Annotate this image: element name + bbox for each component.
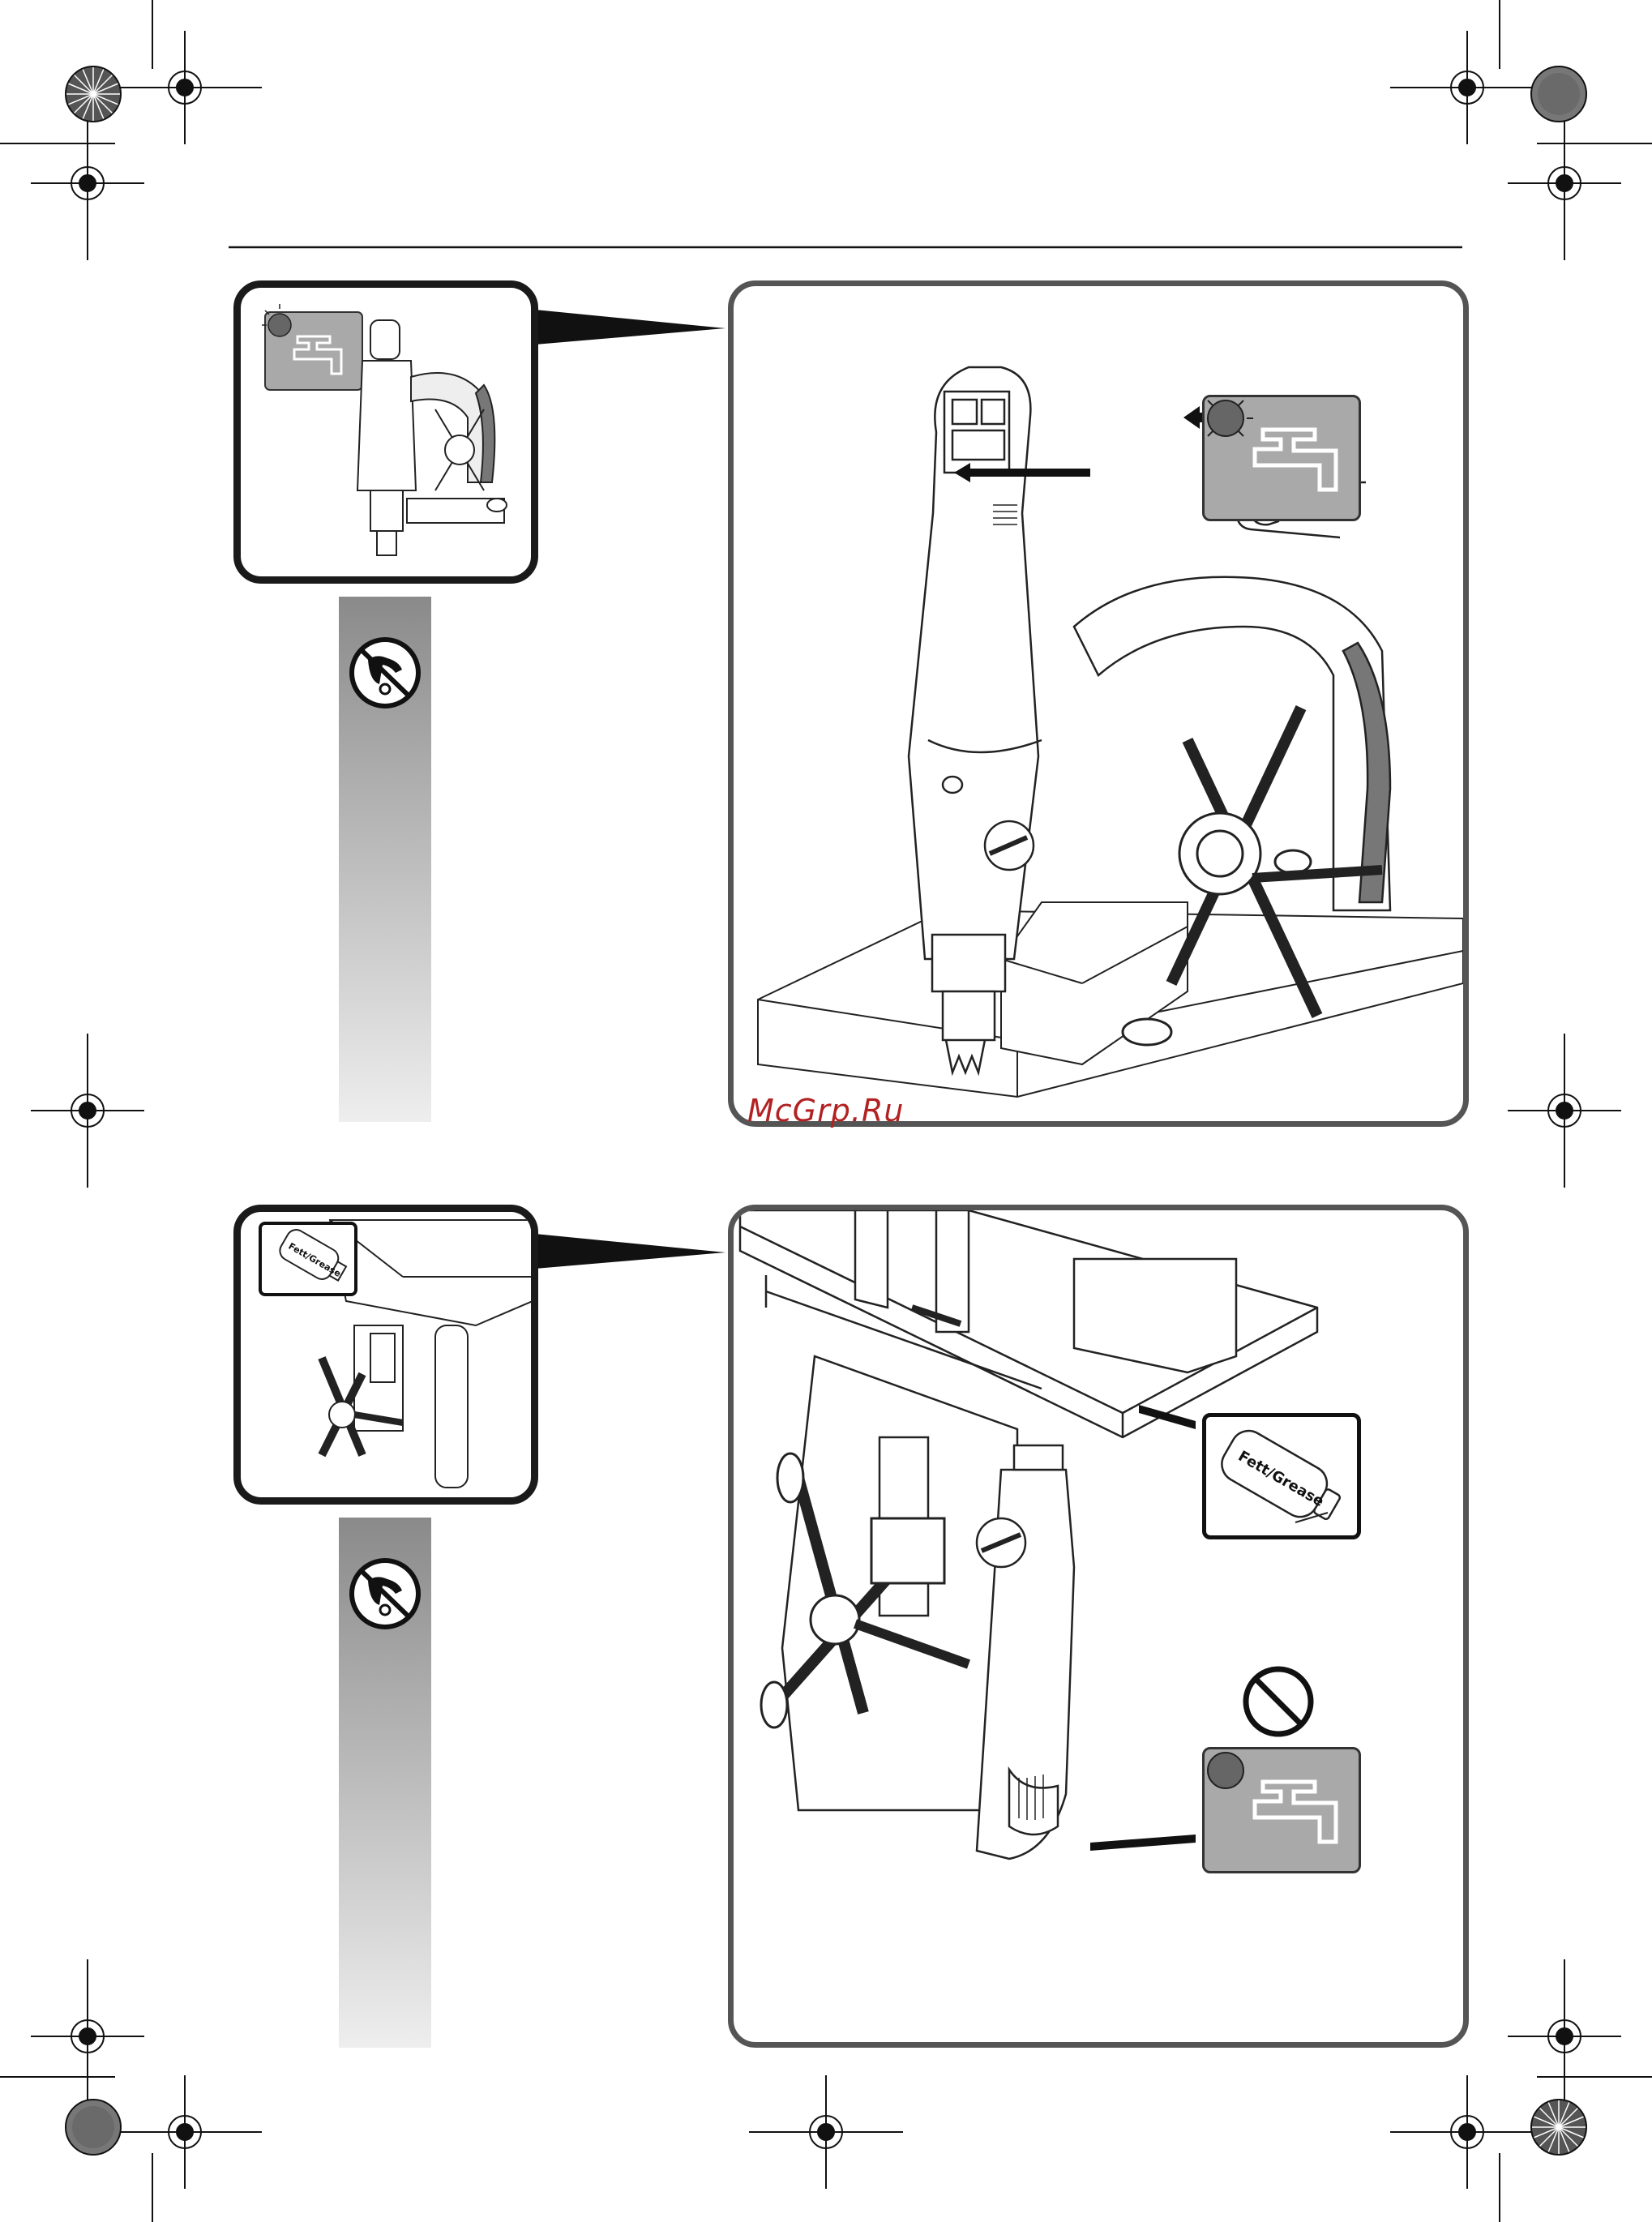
starburst-disc — [66, 66, 121, 122]
crosshair-target — [31, 1959, 144, 2113]
crosshair-target — [1390, 2075, 1544, 2189]
callout-wedge — [535, 310, 725, 345]
prohibited-icon — [1246, 1669, 1311, 1734]
grease-can-icon: Fett/Grease — [1206, 1417, 1357, 1535]
gray-disc — [66, 2100, 121, 2155]
overhead-drill-thumbnail-illustration: Fett/Grease — [241, 1212, 533, 1499]
coolant-tap-button-tile — [1202, 395, 1361, 521]
coolant-tap-icon — [1205, 1749, 1359, 1871]
no-coolant-icon — [339, 1552, 431, 1649]
indicator-light-icon — [268, 314, 291, 336]
crosshair-target — [1390, 31, 1544, 144]
coolant-tap-icon — [1205, 397, 1359, 519]
thumbnail-panel-top — [233, 280, 538, 584]
crosshair-target — [31, 1034, 144, 1188]
indicator-light-icon — [1208, 400, 1243, 436]
drill-thumbnail-illustration — [241, 288, 533, 578]
main-panel-bottom: Fett/Grease — [728, 1205, 1469, 2048]
indicator-light-icon — [1208, 1753, 1243, 1788]
side-info-bar-top — [339, 597, 431, 1122]
callout-wedge — [535, 1234, 725, 1269]
overhead-drill-grease-illustration — [734, 1210, 1463, 2042]
crosshair-target — [1508, 1034, 1621, 1188]
crosshair-target — [108, 2075, 262, 2189]
crosshair-target — [108, 31, 262, 144]
coolant-tap-button-tile-off — [1202, 1747, 1361, 1873]
starburst-disc — [1531, 2100, 1586, 2155]
crosshair-target — [1508, 1959, 1621, 2113]
no-coolant-icon — [339, 631, 431, 728]
side-info-bar-bottom — [339, 1518, 431, 2048]
main-panel-top — [728, 280, 1469, 1127]
crosshair-target — [31, 106, 144, 260]
thumbnail-panel-bottom: Fett/Grease — [233, 1205, 538, 1505]
crosshair-target — [749, 2075, 903, 2189]
crosshair-target — [1508, 106, 1621, 260]
grease-callout-tile: Fett/Grease — [1202, 1413, 1361, 1539]
watermark-text: McGrp.Ru — [747, 1093, 904, 1128]
gray-disc — [1531, 66, 1586, 122]
